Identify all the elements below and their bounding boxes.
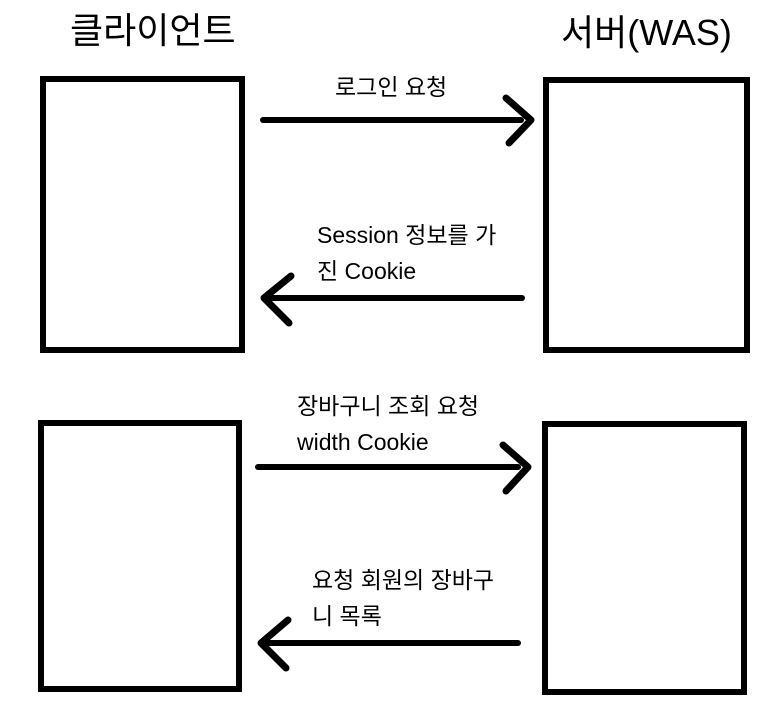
message-line: 장바구니 조회 요청: [297, 393, 480, 419]
message-cart-request: 장바구니 조회 요청 width Cookie: [297, 388, 479, 460]
message-session-cookie: Session 정보를 가 진 Cookie: [317, 217, 496, 289]
client-heading: 클라이언트: [70, 10, 236, 51]
message-line: 니 목록: [312, 603, 382, 629]
message-line: width Cookie: [297, 429, 429, 455]
message-line: 요청 회원의 장바구: [312, 567, 495, 593]
message-line: Session 정보를 가: [317, 222, 497, 248]
client-box-top: [40, 76, 245, 353]
message-line: 진 Cookie: [317, 258, 417, 284]
message-line: 로그인 요청: [335, 74, 448, 100]
server-heading: 서버(WAS): [561, 12, 732, 53]
message-login-request: 로그인 요청: [335, 69, 447, 105]
server-box-bottom: [542, 421, 747, 695]
client-box-bottom: [38, 420, 242, 692]
message-cart-list: 요청 회원의 장바구 니 목록: [312, 562, 494, 634]
server-box-top: [543, 77, 750, 353]
